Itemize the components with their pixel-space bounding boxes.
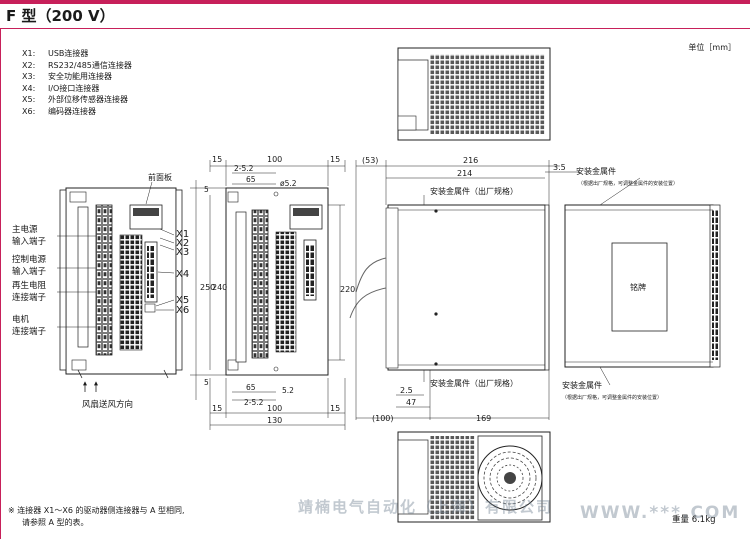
label-x5: X5 <box>176 295 189 306</box>
dim-side-169: 169 <box>476 414 491 423</box>
connector-row: X5:外部位移传感器连接器 <box>22 95 128 104</box>
label-control-power-2: 输入端子 <box>12 266 47 277</box>
bracket-label-bottom: 安装金属件（出厂规格） <box>430 378 518 388</box>
dim-front-height-240: 240 <box>212 283 227 292</box>
dim-front-left-top: 5 <box>204 185 209 194</box>
connector-row: X1:USB连接器 <box>22 49 89 58</box>
dim-front-left-bottom: 5 <box>204 378 209 387</box>
dim-side-216: 216 <box>463 156 478 165</box>
dim-front-hole-dia: ø5.2 <box>280 179 297 188</box>
dim-front-bottom-width: 100 <box>267 404 282 413</box>
dim-side-214: 214 <box>457 169 472 178</box>
dim-front-holes-bottom: 2-5.2 <box>244 398 264 407</box>
connector-legend: X1:USB连接器 X2:RS232/485通信连接器 X3:安全功能用连接器 … <box>22 48 132 117</box>
top-view <box>397 47 551 141</box>
dim-front-hole-dia-bottom: 5.2 <box>282 386 294 395</box>
title-bar: F 型（200 V） <box>0 0 750 28</box>
label-x2: X2 <box>176 238 189 249</box>
fan-direction-label: 风扇送风方向 <box>82 399 133 410</box>
label-x4: X4 <box>176 269 189 280</box>
dim-side-100: (100) <box>372 414 394 423</box>
dim-side-47: 47 <box>406 398 416 407</box>
dim-front-hole-spacing-top: 65 <box>246 175 256 184</box>
footnote: ※ 连接器 X1～X6 的驱动器侧连接器与 A 型相同, 请参照 A 型的表。 <box>8 505 185 529</box>
dim-front-top-right: 15 <box>330 155 340 164</box>
dim-front-bottom-right: 15 <box>330 404 340 413</box>
dim-front-total-width: 130 <box>267 416 282 425</box>
footnote-line-1: ※ 连接器 X1～X6 的驱动器侧连接器与 A 型相同, <box>8 506 185 515</box>
bracket-right-label-top: 安装金属件 <box>576 166 616 176</box>
dim-front-hole-spacing-bottom: 65 <box>246 383 256 392</box>
bracket-right-label-bottom: 安装金属件 <box>562 380 602 390</box>
nameplate-label: 铭牌 <box>630 282 646 292</box>
label-x3: X3 <box>176 247 189 258</box>
label-main-power-2: 输入端子 <box>12 236 47 247</box>
unit-label: 单位［mm］ <box>688 43 736 52</box>
dim-front-height-250: 250 <box>200 283 215 292</box>
dim-front-top-width: 100 <box>267 155 282 164</box>
label-x6: X6 <box>176 305 189 316</box>
label-control-power-1: 控制电源 <box>12 254 47 265</box>
bracket-note-top: （根据出厂规格，可调整金属件的安装位置） <box>578 180 678 187</box>
dim-front-bottom-left: 15 <box>212 404 222 413</box>
connector-row: X4:I/O接口连接器 <box>22 83 100 93</box>
connector-row: X3:安全功能用连接器 <box>22 72 112 81</box>
bracket-note-bottom: （根据出厂规格，可调整金属件的安装位置） <box>562 394 662 401</box>
rear-view <box>564 177 721 386</box>
label-motor-1: 电机 <box>12 314 30 325</box>
dim-side-2-5: 2.5 <box>400 386 413 395</box>
bottom-view <box>397 431 551 523</box>
front-panel-label: 前面板 <box>148 172 172 182</box>
left-border <box>0 28 1 539</box>
bracket-label-top: 安装金属件（出厂规格） <box>430 186 518 196</box>
footnote-line-2: 请参照 A 型的表。 <box>22 518 89 527</box>
label-x1: X1 <box>176 229 189 240</box>
label-regen-1: 再生电阻 <box>12 280 47 291</box>
dim-side-offset: (53) <box>362 156 378 165</box>
label-main-power-1: 主电源 <box>12 224 38 235</box>
connector-row: X2:RS232/485通信连接器 <box>22 60 132 70</box>
dim-front-holes-top: 2-5.2 <box>234 164 254 173</box>
watermark-url: WWW.***.COM <box>580 503 741 523</box>
label-motor-2: 连接端子 <box>12 326 47 337</box>
front-view-dimensioned <box>190 160 346 430</box>
watermark-company: 靖楠电气自动化（上海）有限公司 <box>298 498 554 516</box>
dim-side-3-5: 3.5 <box>553 163 566 172</box>
front-view-labelled <box>57 181 183 392</box>
side-view <box>349 160 580 420</box>
title-divider <box>0 28 750 29</box>
weight-label: 重量 6.1kg <box>672 515 716 525</box>
dim-front-right-220: 220 <box>340 285 355 294</box>
connector-row: X6:编码器连接器 <box>22 106 96 116</box>
label-regen-2: 连接端子 <box>12 292 47 303</box>
dim-front-top-left: 15 <box>212 155 222 164</box>
page-title: F 型（200 V） <box>6 7 115 25</box>
title-accent-bar <box>0 0 750 4</box>
